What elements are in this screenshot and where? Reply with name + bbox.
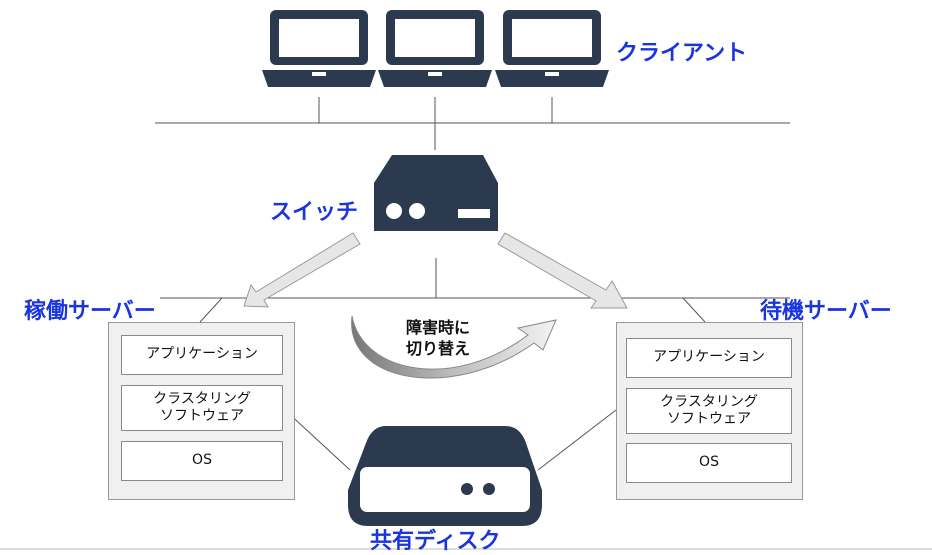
standby-disk-line (537, 409, 617, 471)
active-server-label: 稼働サーバー (24, 299, 156, 324)
failover-arrow (351, 315, 557, 379)
standby-os-layer: OS (626, 443, 792, 483)
laptop-icon (495, 10, 609, 87)
active-cluster-layer: クラスタリング ソフトウェア (121, 385, 283, 431)
failover-line-2: 切り替え (405, 338, 470, 358)
laptop-icon (378, 10, 492, 87)
active-app-label: アプリケーション (146, 346, 258, 363)
standby-server: アプリケーション クラスタリング ソフトウェア OS (616, 322, 803, 500)
laptop-icon (262, 10, 376, 87)
failover-line-1: 障害時に (405, 318, 470, 337)
shared-disk-icon (348, 426, 542, 526)
standby-cluster-label-1: クラスタリング (660, 393, 758, 410)
active-os-layer: OS (121, 441, 283, 481)
shared-disk-label: 共有ディスク (370, 529, 501, 554)
active-os-label: OS (192, 452, 212, 469)
standby-server-label: 待機サーバー (760, 299, 892, 324)
standby-app-layer: アプリケーション (626, 338, 792, 378)
standby-app-label: アプリケーション (653, 349, 765, 366)
standby-os-label: OS (699, 454, 719, 471)
arrow-to-standby-server (497, 232, 628, 309)
active-server: アプリケーション クラスタリング ソフトウェア OS (108, 322, 295, 500)
arrow-to-active-server (243, 232, 361, 308)
active-app-layer: アプリケーション (121, 335, 283, 375)
standby-server-drop (682, 297, 706, 323)
active-cluster-label-1: クラスタリング (153, 390, 251, 407)
standby-cluster-layer: クラスタリング ソフトウェア (626, 388, 792, 434)
active-disk-line (284, 409, 351, 471)
failover-text: 障害時に 切り替え (396, 318, 480, 360)
active-server-drop (199, 297, 223, 323)
standby-cluster-label-2: ソフトウェア (667, 411, 751, 427)
switch-icon (374, 155, 498, 231)
clients-label: クライアント (616, 41, 748, 66)
switch-label: スイッチ (270, 200, 359, 225)
active-cluster-label-2: ソフトウェア (160, 408, 244, 424)
